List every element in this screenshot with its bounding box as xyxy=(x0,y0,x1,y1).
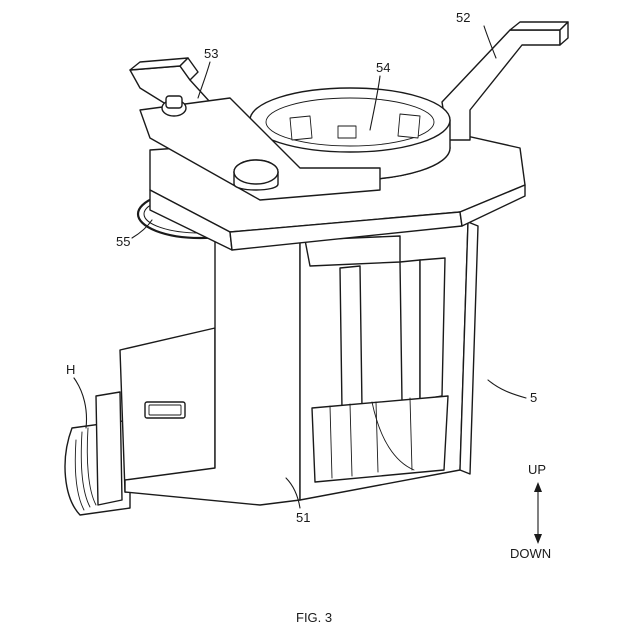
cylinder-h xyxy=(65,392,130,515)
direction-indicator: UP DOWN xyxy=(510,462,551,561)
ref-label-53: 53 xyxy=(204,46,218,61)
ref-label-52: 52 xyxy=(456,10,470,25)
leader-53 xyxy=(198,62,210,98)
main-body-51 xyxy=(120,222,478,505)
ref-label-h: H xyxy=(66,362,75,377)
ref-label-51: 51 xyxy=(296,510,310,525)
up-label: UP xyxy=(528,462,546,477)
figure-caption: FIG. 3 xyxy=(296,610,332,625)
down-arrow-icon xyxy=(534,534,542,544)
lever-52 xyxy=(442,22,568,140)
leader-h xyxy=(74,378,87,428)
down-label: DOWN xyxy=(510,546,551,561)
ref-label-55: 55 xyxy=(116,234,130,249)
ref-label-54: 54 xyxy=(376,60,390,75)
ref-label-5: 5 xyxy=(530,390,537,405)
leader-5 xyxy=(488,380,526,398)
up-arrow-icon xyxy=(534,482,542,492)
